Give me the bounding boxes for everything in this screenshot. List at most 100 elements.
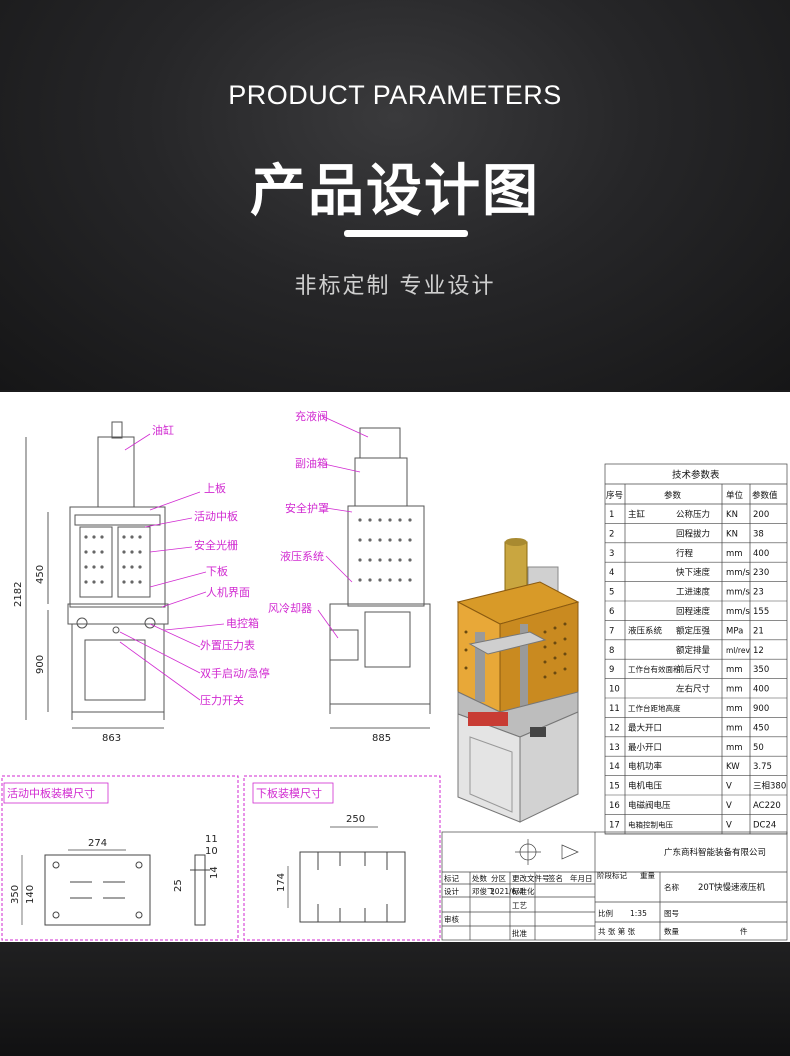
spec-cell-no: 17 xyxy=(609,820,620,830)
tb-label-standard: 标准化 xyxy=(512,886,535,896)
tb-weight-label: 重量 xyxy=(640,871,655,880)
spec-cell-no: 14 xyxy=(609,762,620,772)
spec-cell-unit: KN xyxy=(726,529,738,539)
spec-cell-value: AC220 xyxy=(753,801,781,811)
spec-cell-group: 最小开口 xyxy=(628,742,662,753)
spec-cell-no: 9 xyxy=(609,665,614,675)
bottom-frames xyxy=(1,775,441,941)
tb-product: 20T快慢速液压机 xyxy=(698,882,766,893)
spec-cell-value: 23 xyxy=(753,588,764,598)
spec-cell-group: 工作台距地高度 xyxy=(628,703,681,713)
spec-cell-value: 3.75 xyxy=(753,762,772,772)
tb-label-count: 处数 xyxy=(472,873,487,883)
spec-header-unit: 单位 xyxy=(726,490,744,501)
spec-cell-no: 10 xyxy=(609,685,620,695)
tb-designer: 邓俊飞 xyxy=(472,886,495,896)
dim-side-width: 885 xyxy=(372,733,391,744)
callout-air-cooler: 风冷却器 xyxy=(268,602,312,615)
dim-front-width: 863 xyxy=(102,733,121,744)
tb-total: 共 张 第 张 xyxy=(598,926,636,936)
spec-cell-group: 主缸 xyxy=(628,509,646,520)
tb-company: 广东商科智能装备有限公司 xyxy=(664,847,766,858)
spec-cell-name: 左右尺寸 xyxy=(676,684,711,695)
tb-label-change: 更改文件号 xyxy=(512,873,550,883)
spec-cell-unit: mm/s xyxy=(726,588,750,598)
spec-cell-value: 200 xyxy=(753,510,769,520)
tb-label-sign: 签名 xyxy=(548,873,563,883)
title-cn: 产品设计图 xyxy=(250,159,540,224)
spec-cell-value: 155 xyxy=(753,607,769,617)
tb-name-label: 名称 xyxy=(664,882,679,892)
spec-cell-value: 900 xyxy=(753,704,769,714)
spec-cell-no: 1 xyxy=(609,510,614,520)
spec-cell-group: 液压系统 xyxy=(628,625,663,636)
spec-cell-value: DC24 xyxy=(753,820,776,830)
tb-qty-label: 数量 xyxy=(664,926,679,936)
dim-plate-t1: 11 xyxy=(205,834,218,845)
dim-low-w: 250 xyxy=(346,814,365,825)
spec-cell-unit: V xyxy=(726,801,732,811)
machine-render-holes xyxy=(464,622,567,679)
spec-cell-unit: mm/s xyxy=(726,568,750,578)
spec-cell-value: 230 xyxy=(753,568,769,578)
spec-cell-no: 16 xyxy=(609,801,620,811)
spec-header-no: 序号 xyxy=(606,490,623,501)
spec-cell-value: 12 xyxy=(753,646,764,656)
side-perforation xyxy=(358,518,412,582)
spec-cell-no: 8 xyxy=(609,646,614,656)
dim-plate-t4: 25 xyxy=(173,879,184,892)
low-plate-drawing xyxy=(287,826,406,923)
dim-front-lower: 900 xyxy=(35,655,46,674)
spec-cell-name: 工进速度 xyxy=(676,587,711,598)
spec-cell-group: 工作台有效面积 xyxy=(628,664,681,674)
side-callout-lines xyxy=(317,415,369,639)
mid-plate-drawing xyxy=(21,849,210,926)
hero-banner: PRODUCT PARAMETERS 产品设计图 非标定制 专业设计 xyxy=(0,0,790,390)
callout-aux-tank: 副油箱 xyxy=(295,456,328,470)
callout-upper-plate: 上板 xyxy=(204,481,226,495)
tb-unit-word: 件 xyxy=(740,926,748,936)
spec-table-title: 技术参数表 xyxy=(672,469,720,481)
tb-label-date: 年月日 xyxy=(570,873,593,883)
front-callout-lines xyxy=(119,433,225,701)
callout-fill-valve: 充液阀 xyxy=(295,409,328,423)
spec-cell-value: 38 xyxy=(753,529,764,539)
spec-cell-value: 21 xyxy=(753,626,764,636)
spec-cell-no: 5 xyxy=(609,588,614,598)
mid-plate-title-box xyxy=(3,782,109,804)
spec-cell-no: 12 xyxy=(609,723,620,733)
callout-control-box: 电控箱 xyxy=(226,616,259,630)
low-plate-title-box xyxy=(252,782,334,804)
spec-cell-unit: V xyxy=(726,820,732,830)
spec-cell-name: 额定排量 xyxy=(676,645,711,656)
spec-cell-name: 行程 xyxy=(676,548,694,559)
spec-cell-unit: V xyxy=(726,782,732,792)
spec-cell-unit: mm xyxy=(726,549,743,559)
tb-date: 2021/6/4 xyxy=(490,887,524,896)
spec-cell-group: 电机功率 xyxy=(628,761,663,772)
title-block-grid xyxy=(441,831,788,941)
spec-cell-no: 6 xyxy=(609,607,614,617)
spec-cell-no: 13 xyxy=(609,743,620,753)
callout-hmi: 人机界面 xyxy=(206,585,250,599)
spec-cell-name: 公称压力 xyxy=(676,509,710,520)
dim-plate-h1: 350 xyxy=(10,885,21,904)
spec-cell-group: 电箱控制电压 xyxy=(628,819,673,829)
tb-scale-label: 比例 xyxy=(598,908,613,918)
section-mid-plate: 活动中板装模尺寸 xyxy=(7,786,95,800)
spec-cell-unit: mm xyxy=(726,743,743,753)
dim-plate-w: 274 xyxy=(88,838,107,849)
callout-oil-cylinder: 油缸 xyxy=(152,423,174,437)
callout-light-curtain: 安全光栅 xyxy=(194,538,238,552)
spec-cell-value: 400 xyxy=(753,685,769,695)
front-perforation xyxy=(84,535,142,584)
design-drawing: 2182 450 900 863 油缸 上板 活动中板 安全光栅 下板 人机界面… xyxy=(0,392,790,942)
spec-header-value: 参数值 xyxy=(752,490,778,501)
spec-cell-no: 3 xyxy=(609,549,614,559)
tb-label-mark: 标记 xyxy=(444,873,459,883)
spec-cell-value: 400 xyxy=(753,549,769,559)
spec-cell-no: 11 xyxy=(609,704,620,714)
tb-label-review: 审核 xyxy=(444,914,459,924)
spec-cell-value: 三相380 xyxy=(753,781,786,792)
